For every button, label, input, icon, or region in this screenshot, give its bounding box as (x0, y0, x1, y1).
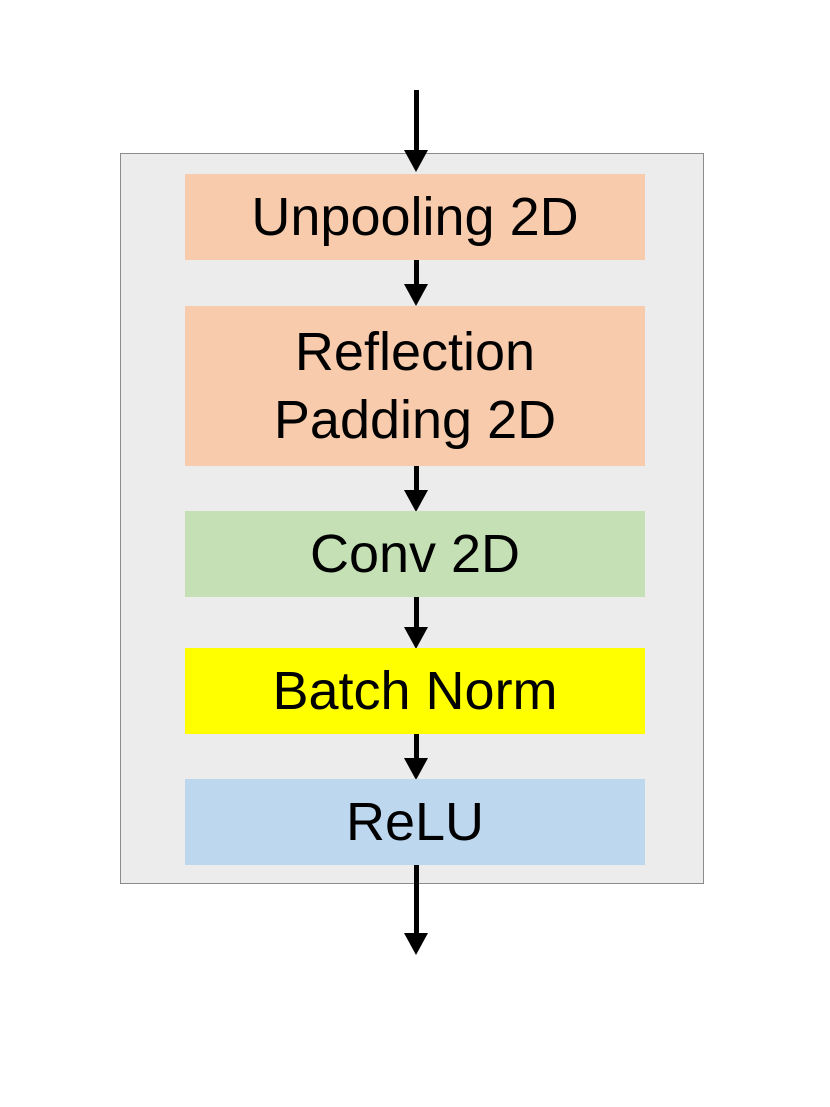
reflection-padding-2d-block: Reflection Padding 2D (185, 306, 645, 466)
input-arrow (404, 90, 428, 172)
flow-arrow-4 (404, 734, 428, 780)
flow-arrow-3 (404, 597, 428, 649)
batch-norm-label: Batch Norm (272, 661, 558, 721)
output-arrow (404, 865, 428, 955)
conv-2d-label: Conv 2D (309, 524, 521, 584)
flow-arrow-2 (404, 466, 428, 512)
unpooling-2d-block: Unpooling 2D (185, 174, 645, 260)
relu-label: ReLU (345, 792, 485, 852)
relu-block: ReLU (185, 779, 645, 865)
unpooling-2d-label: Unpooling 2D (251, 187, 579, 247)
flow-arrow-1 (404, 260, 428, 306)
batch-norm-block: Batch Norm (185, 648, 645, 734)
conv-2d-block: Conv 2D (185, 511, 645, 597)
reflection-padding-2d-label: Reflection Padding 2D (273, 322, 557, 450)
